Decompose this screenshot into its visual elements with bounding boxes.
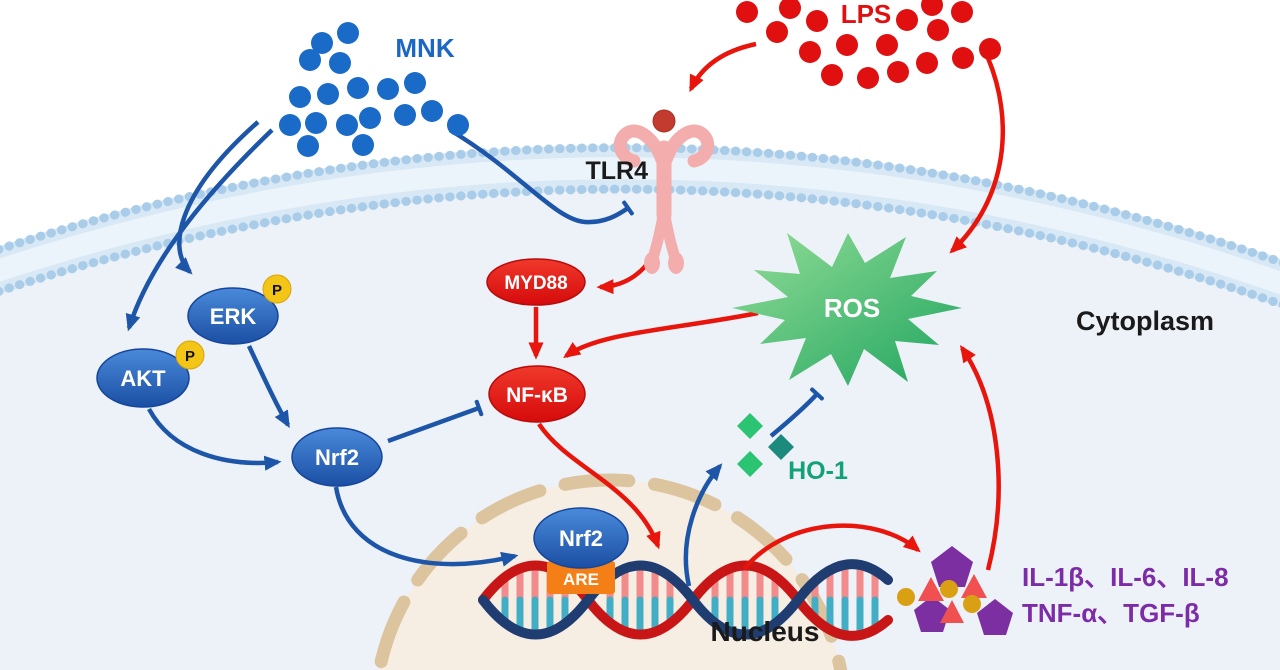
lps-label: LPS	[841, 0, 892, 29]
akt-phospho-badge	[175, 340, 205, 370]
cytoplasm-region	[0, 168, 1280, 670]
erk-label: ERK	[210, 304, 257, 329]
edge-cytokines-ros	[959, 345, 1001, 571]
cytokines-label-line2: TNF-α、TGF-β	[1022, 598, 1200, 628]
nucleus-label: Nucleus	[711, 616, 820, 647]
node-are: ARE	[547, 561, 615, 594]
erk-phospho-label: P	[272, 282, 282, 299]
edge-mnk-erk	[175, 120, 260, 275]
lps-molecules	[736, 0, 1001, 89]
ho1-label: HO-1	[788, 457, 848, 485]
nrf2-cytoplasm-label: Nrf2	[315, 445, 359, 470]
are-label: ARE	[563, 570, 599, 589]
edge-ros-nfkb	[563, 310, 759, 359]
node-nfkb: NF-κB	[488, 365, 586, 423]
cytokine-cluster	[897, 546, 1013, 635]
edge-nrf2-inhibits-nfkb	[387, 399, 484, 444]
akt-phospho-label: P	[185, 348, 195, 365]
myd88-label: MYD88	[504, 273, 567, 294]
nfkb-label: NF-κB	[506, 384, 568, 407]
cytokine-dot-icon	[940, 580, 958, 598]
mnk-molecules	[279, 22, 469, 157]
cytokine-triangle-icon	[961, 574, 987, 598]
cytokine-dot-icon	[897, 588, 915, 606]
cytokines-label-line1: IL-1β、IL-6、IL-8	[1022, 562, 1229, 592]
cytokine-triangle-icon	[940, 600, 964, 623]
edge-erk-nrf2	[246, 345, 290, 429]
cytoplasm-label: Cytoplasm	[1076, 306, 1214, 336]
ligand-ball-icon	[652, 109, 676, 133]
node-nrf2-cytoplasm: Nrf2	[291, 427, 383, 487]
edge-nfkb-nucleus	[537, 422, 661, 550]
mnk-label: MNK	[395, 33, 454, 63]
akt-label: AKT	[120, 366, 166, 391]
ros-label: ROS	[824, 293, 880, 323]
node-nrf2-nucleus: Nrf2	[533, 507, 629, 569]
edge-nucleus-cytokines	[742, 523, 921, 571]
node-ros: ROS	[732, 233, 962, 386]
edge-lps-ros	[949, 57, 1005, 254]
edges	[125, 41, 1005, 587]
ho1-diamond-icon	[737, 413, 763, 439]
node-erk: ERK P	[187, 274, 292, 345]
node-ho1: HO-1	[737, 413, 848, 485]
erk-phospho-badge	[262, 274, 292, 304]
cytokine-pentagon-icon	[977, 599, 1013, 635]
edge-akt-nrf2	[147, 407, 282, 471]
tlr4-receptor-icon	[613, 109, 715, 274]
node-akt: AKT P	[96, 340, 205, 408]
edge-lps-tlr4	[688, 41, 757, 93]
ho1-diamond-icon	[737, 451, 763, 477]
edge-mnk-inhibits-tlr4	[448, 128, 634, 225]
cytokine-pentagon-icon	[931, 546, 973, 587]
edge-ho1-inhibits-ros	[769, 387, 824, 438]
node-myd88: MYD88	[486, 258, 586, 306]
cytokine-dot-icon	[963, 595, 981, 613]
edge-mnk-akt	[125, 128, 274, 332]
nrf2-nucleus-label: Nrf2	[559, 526, 603, 551]
edge-nucleus-ho1	[683, 463, 723, 587]
cytokine-triangle-icon	[918, 577, 944, 601]
ho1-diamond-icon	[768, 434, 794, 460]
edge-nrf2-translocation	[333, 486, 519, 567]
tlr4-label: TLR4	[586, 157, 649, 185]
